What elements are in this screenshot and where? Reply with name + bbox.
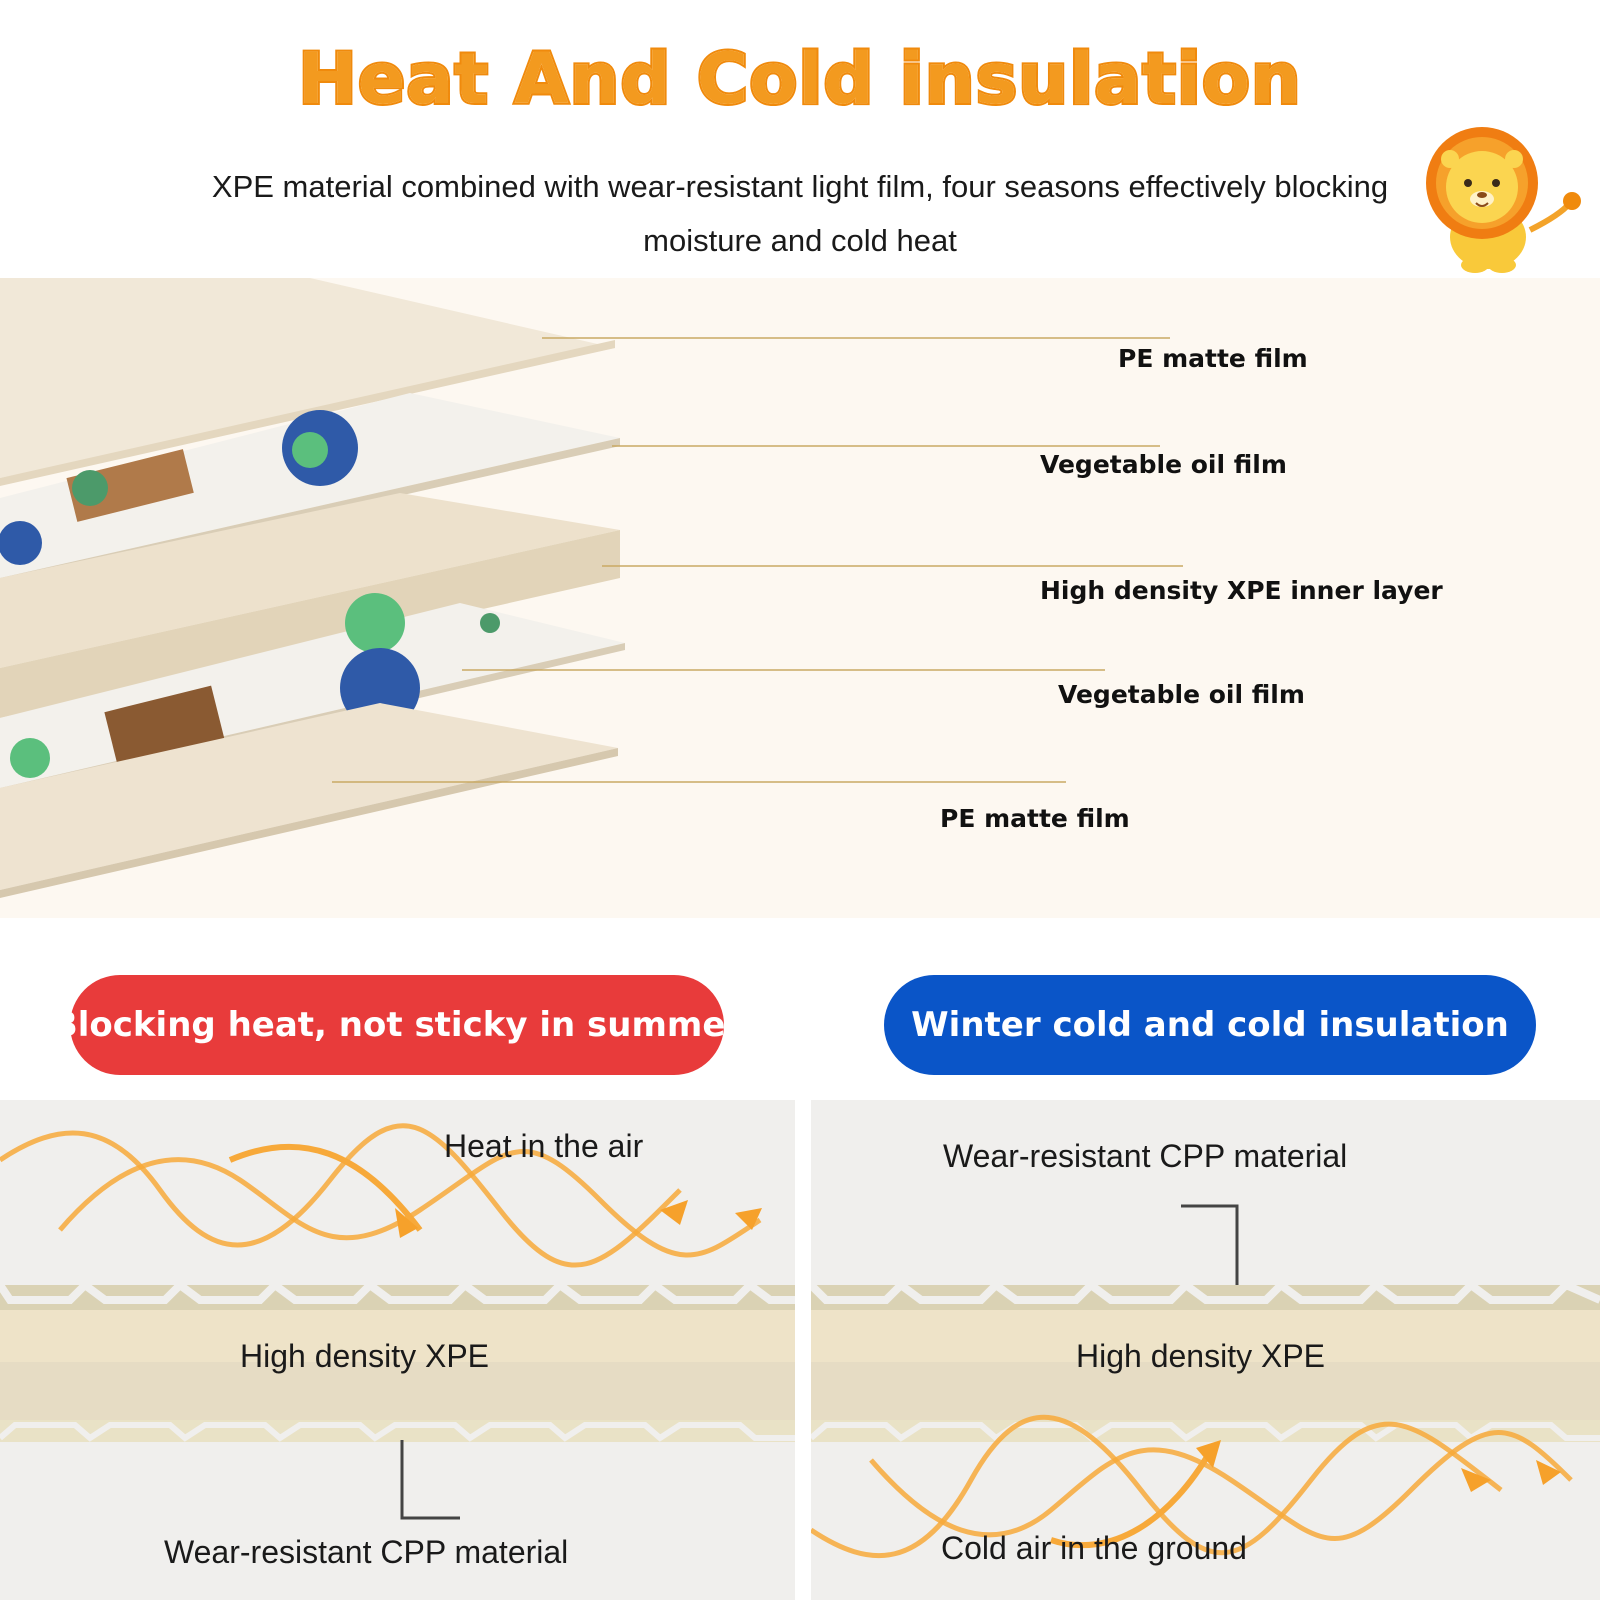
page-title: Heat And Cold insulation <box>296 36 1303 122</box>
winter-top-label: Wear-resistant CPP material <box>943 1138 1348 1174</box>
lion-icon <box>1426 127 1581 273</box>
summer-panel: Heat in the air High density XPE Wear-re… <box>0 1100 795 1600</box>
page-subtitle: XPE material combined with wear-resistan… <box>211 169 1389 258</box>
layer-label-1: PE matte film <box>1118 344 1308 373</box>
winter-middle-label: High density XPE <box>1076 1338 1326 1374</box>
layer-illustration: PE matte film Vegetable oil film High de… <box>0 278 1600 918</box>
summer-bottom-label: Wear-resistant CPP material <box>164 1534 569 1570</box>
winter-badge: Winter cold and cold insulation <box>884 975 1536 1075</box>
winter-bottom-label: Cold air in the ground <box>941 1530 1247 1566</box>
layer-label-4: Vegetable oil film <box>1058 680 1305 709</box>
summer-badge: Blocking heat, not sticky in summer <box>52 975 742 1075</box>
summer-top-label: Heat in the air <box>444 1128 644 1164</box>
layer-label-5: PE matte film <box>940 804 1130 833</box>
layer-label-3: High density XPE inner layer <box>1040 576 1443 605</box>
summer-middle-label: High density XPE <box>240 1338 490 1374</box>
layer-label-2: Vegetable oil film <box>1040 450 1287 479</box>
winter-panel: Wear-resistant CPP material High density… <box>811 1100 1600 1600</box>
